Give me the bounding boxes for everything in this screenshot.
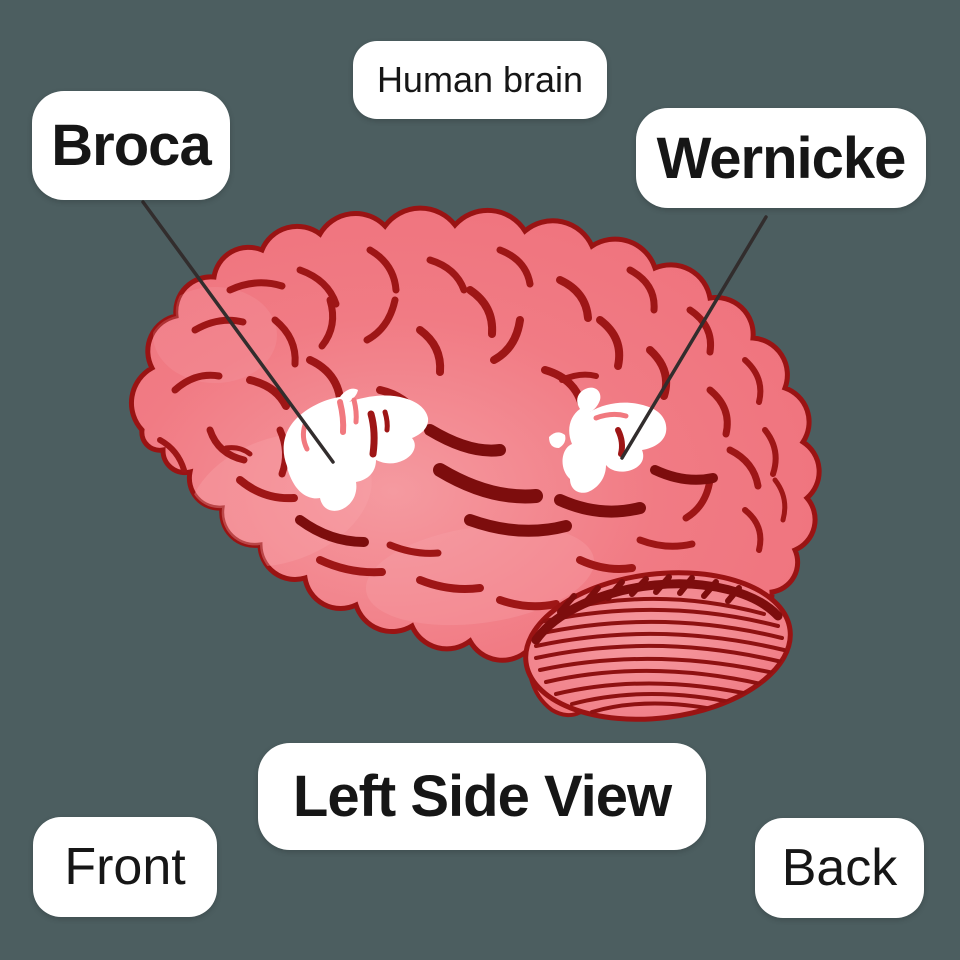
wernicke-area-highlight (549, 387, 667, 493)
wernicke-label: Wernicke (636, 108, 926, 208)
front-label: Front (33, 817, 217, 917)
broca-area-highlight (283, 388, 429, 511)
back-label: Back (755, 818, 924, 918)
broca-label: Broca (32, 91, 230, 200)
view-label: Left Side View (258, 743, 706, 850)
title-label: Human brain (353, 41, 607, 119)
transverse-fissure (531, 574, 783, 645)
cerebellum-shape (517, 558, 799, 733)
sulci-pattern (157, 246, 788, 611)
broca-leader-line (141, 200, 335, 464)
sylvian-fissure-strokes (295, 424, 718, 547)
cerebellum-folds (534, 596, 786, 714)
wernicke-leader-line (620, 215, 768, 460)
